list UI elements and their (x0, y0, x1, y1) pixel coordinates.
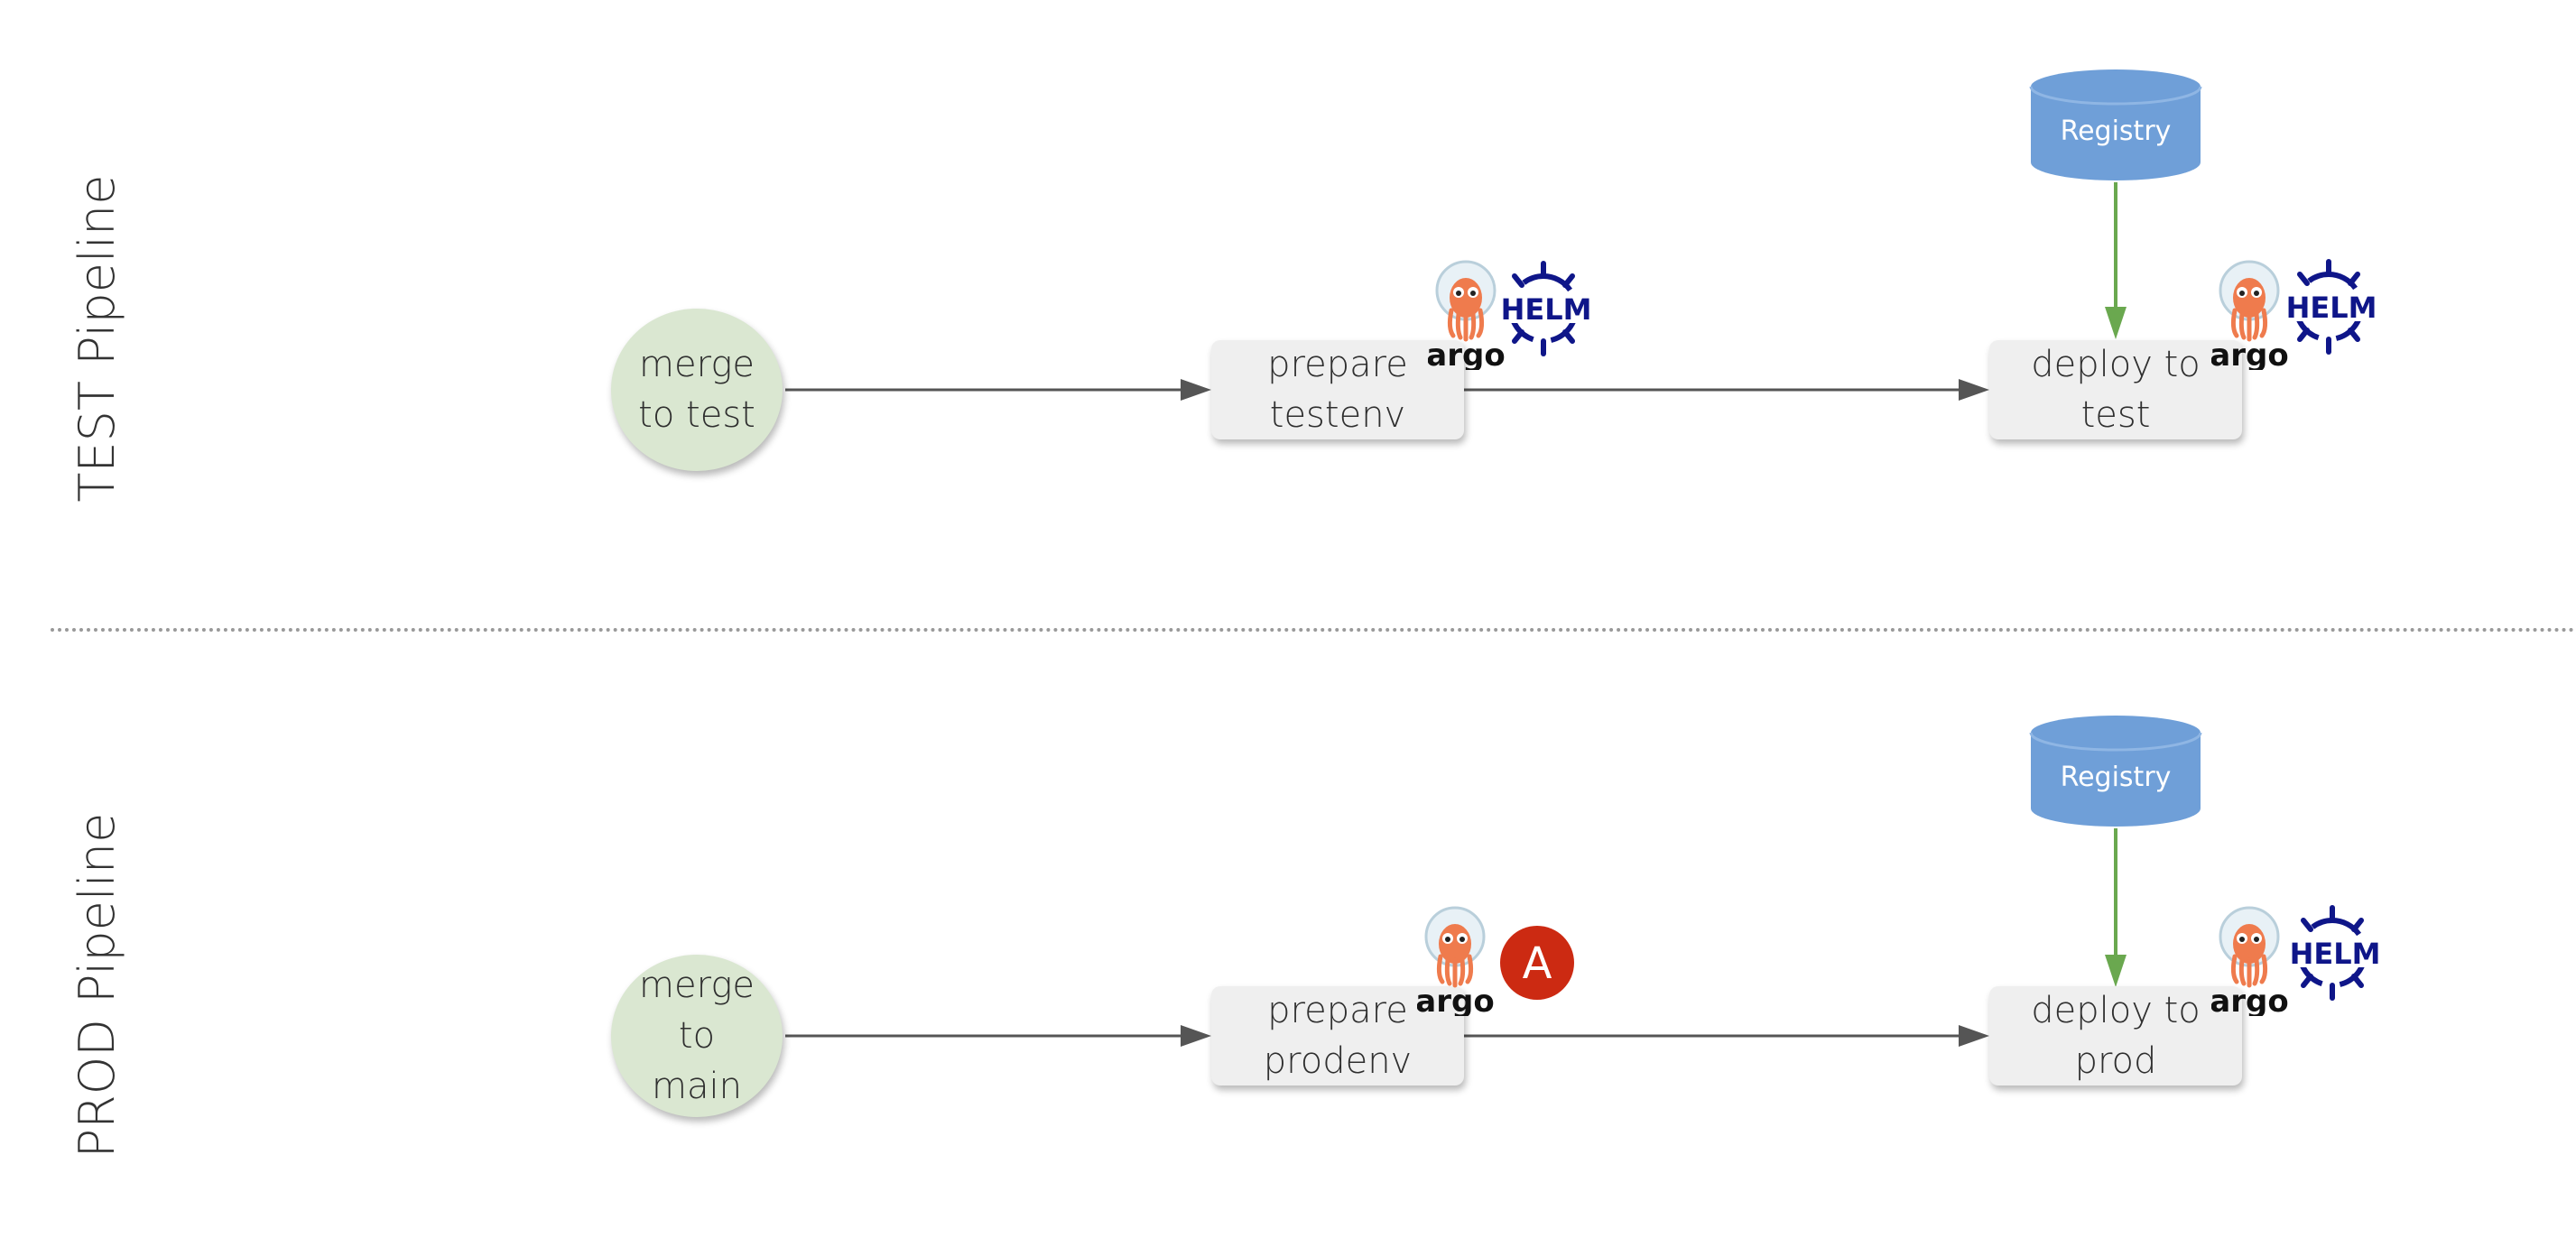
helm-icon: HELM (2284, 256, 2379, 361)
argo-wordmark: argo (1417, 984, 1495, 1016)
task-text-line: testenv (1269, 394, 1406, 436)
ansible-letter: A (1523, 938, 1552, 989)
arrowhead (2105, 955, 2127, 987)
argo-icon: argo (1426, 260, 1509, 374)
start-text-line: to (678, 1015, 716, 1057)
task-text-line: prod (2074, 1040, 2157, 1082)
task-text-line: deploy to (2031, 990, 2201, 1031)
task-text-line: prepare (1267, 344, 1408, 385)
start-text-line: to test (638, 394, 755, 436)
database-icon (2029, 716, 2202, 827)
argo-icon: argo (2210, 906, 2293, 1020)
registry-label: Registry (2060, 115, 2172, 147)
lane-label-prod: PROD Pipeline (69, 812, 125, 1159)
argo-icon: argo (1415, 906, 1498, 1020)
ansible-icon: A (1498, 924, 1576, 1005)
helm-icon: HELM (2287, 902, 2383, 1007)
helm-icon: HELM (1498, 258, 1594, 363)
task-deploy-to-test: deploy to test (1989, 340, 2242, 439)
registry-label: Registry (2060, 762, 2172, 793)
lane-label-test: TEST Pipeline (69, 174, 125, 503)
task-text-line: deploy to (2031, 344, 2201, 385)
helm-wordmark: HELM (2290, 937, 2381, 971)
arrowhead (1959, 1025, 1989, 1047)
start-text-line: merge (639, 965, 755, 1006)
task-text-line: prodenv (1263, 1040, 1413, 1082)
helm-wordmark: HELM (1501, 292, 1592, 327)
task-prepare-testenv: prepare testenv (1211, 340, 1464, 439)
arrowhead (2105, 307, 2127, 339)
task-prepare-prodenv: prepare prodenv (1211, 986, 1464, 1086)
arrowhead (1181, 1025, 1211, 1047)
lane-divider (51, 628, 2576, 632)
start-text-line: main (652, 1066, 742, 1107)
flow-connectors (785, 182, 2127, 1047)
helm-wordmark: HELM (2286, 291, 2377, 325)
registry-database-prod: Registry (2029, 715, 2202, 828)
task-text-line: test (2080, 394, 2151, 436)
task-deploy-to-prod: deploy to prod (1989, 986, 2242, 1086)
argo-icon: argo (2210, 260, 2293, 374)
argo-wordmark: argo (1428, 337, 1506, 370)
arrowhead (1181, 379, 1211, 401)
task-text-line: prepare (1267, 990, 1408, 1031)
registry-database-test: Registry (2029, 69, 2202, 182)
argo-wordmark: argo (2211, 984, 2289, 1016)
start-node-merge-to-test: merge to test (611, 309, 783, 471)
start-text-line: merge (639, 344, 755, 385)
start-node-merge-to-main: merge to main (611, 955, 783, 1117)
arrowhead (1959, 379, 1989, 401)
database-icon (2029, 69, 2202, 180)
argo-wordmark: argo (2211, 337, 2289, 370)
